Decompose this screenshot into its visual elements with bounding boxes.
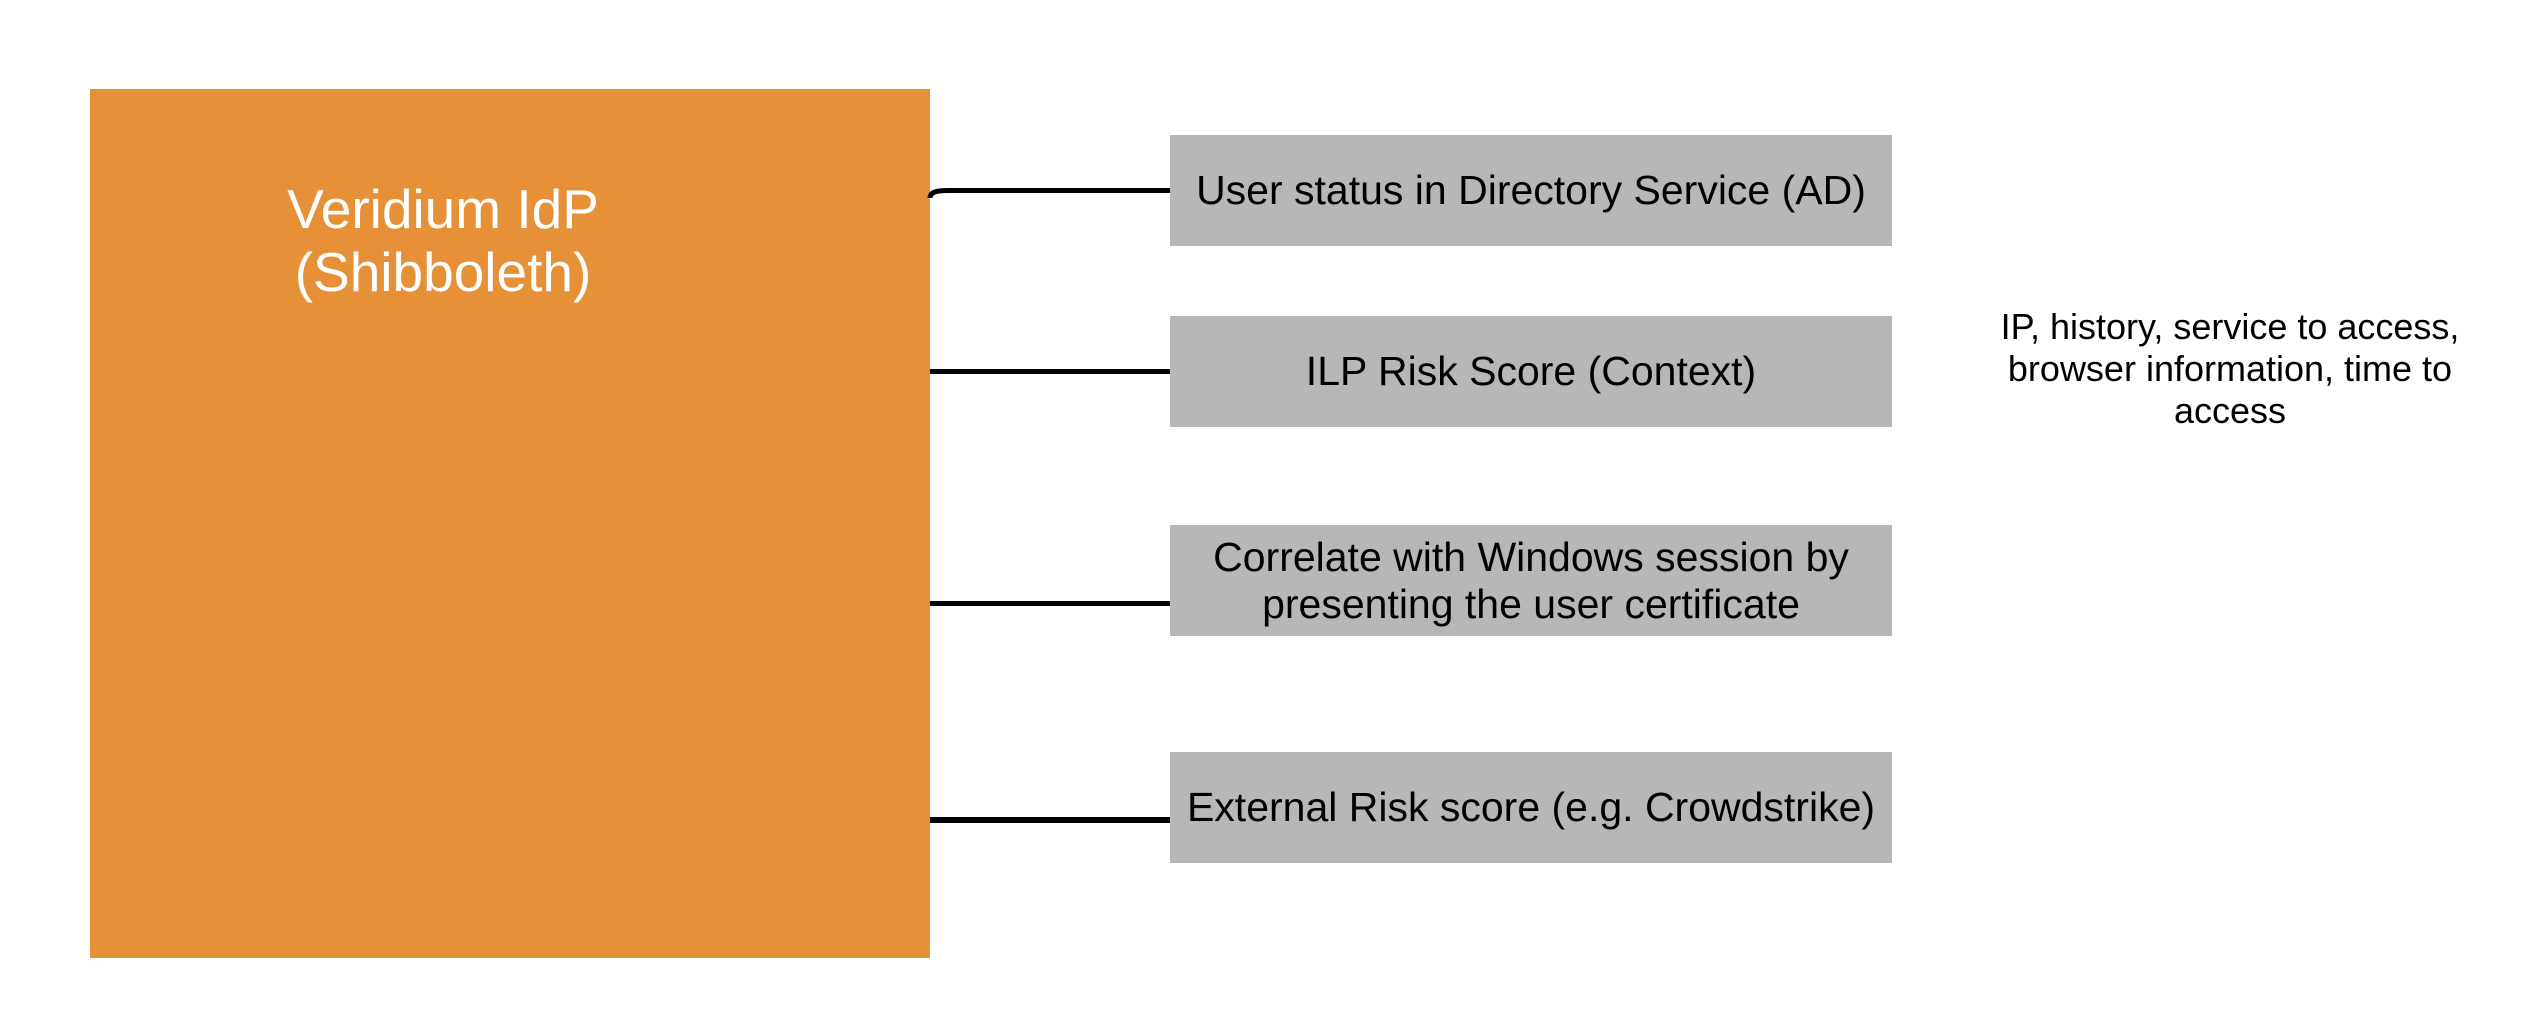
idp-box-label: Veridium IdP (Shibboleth): [287, 178, 599, 304]
factor-box-external-risk: External Risk score (e.g. Crowdstrike): [1170, 752, 1892, 863]
factor-box-correlate-session-label: Correlate with Windows session by presen…: [1213, 533, 1849, 627]
idp-label-line2: (Shibboleth): [294, 241, 592, 303]
connector-line-user-status: [927, 188, 1170, 199]
factor-box-user-status-label: User status in Directory Service (AD): [1196, 167, 1866, 213]
factor-box-ilp-risk: ILP Risk Score (Context): [1170, 316, 1892, 427]
factor-box-user-status: User status in Directory Service (AD): [1170, 135, 1892, 246]
context-annotation: IP, history, service to access, browser …: [2000, 306, 2460, 431]
factor-box-external-risk-label: External Risk score (e.g. Crowdstrike): [1186, 784, 1876, 830]
factor-box-ilp-risk-label: ILP Risk Score (Context): [1305, 348, 1757, 394]
idp-box: Veridium IdP (Shibboleth): [90, 89, 930, 958]
idp-label-line1: Veridium IdP: [287, 178, 599, 240]
factor-box-correlate-session: Correlate with Windows session by presen…: [1170, 525, 1892, 636]
